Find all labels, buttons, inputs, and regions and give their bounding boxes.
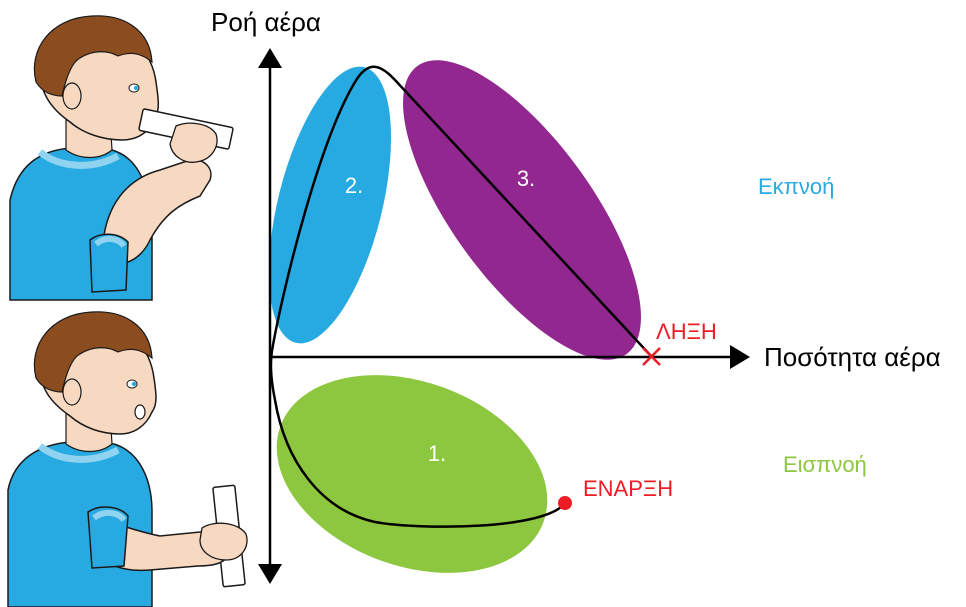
end-point-marker bbox=[642, 347, 661, 366]
y-axis-label: Ροή αέρα bbox=[211, 7, 321, 37]
flow-volume-curve bbox=[269, 65, 653, 528]
inhale-label: Εισπνοή bbox=[783, 452, 867, 477]
person-blowing-inhaler-icon bbox=[9, 15, 234, 301]
region-3-label: 3. bbox=[517, 166, 535, 191]
start-point-marker bbox=[558, 496, 572, 510]
region-2-ellipse bbox=[268, 66, 392, 344]
y-axis bbox=[258, 48, 282, 584]
person-holding-inhaler-icon bbox=[7, 311, 248, 607]
exhale-label: Εκπνοή bbox=[758, 174, 834, 199]
region-1-label: 1. bbox=[428, 441, 446, 466]
end-label: ΛΗΞΗ bbox=[656, 319, 717, 344]
region-2-label: 2. bbox=[345, 173, 363, 198]
start-label: ΕΝΑΡΞΗ bbox=[583, 476, 673, 501]
x-axis bbox=[270, 345, 750, 369]
x-axis-label: Ποσότητα αέρα bbox=[764, 342, 941, 372]
region-1-ellipse bbox=[276, 375, 548, 573]
region-3-ellipse bbox=[403, 60, 641, 360]
